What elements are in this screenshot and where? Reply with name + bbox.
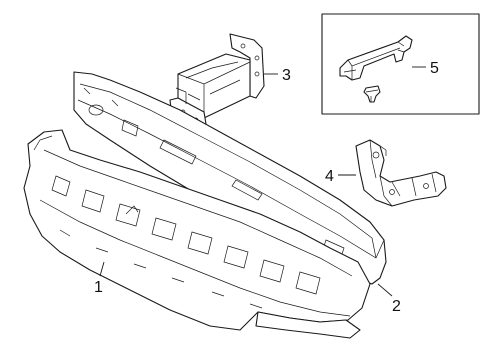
callout-2-leader [377,283,393,297]
part1-energy-absorber-illustration [23,129,371,339]
part4-bracket-illustration [355,139,447,207]
callout-2: 2 [392,298,401,315]
part5-bracket-illustration [339,35,413,81]
callout-5: 5 [430,60,439,77]
callout-4: 4 [325,168,334,185]
callout-3: 3 [282,67,291,84]
part3-bracket-illustration [169,33,265,131]
part5-inset-box [321,13,480,115]
callout-1-leader [99,261,105,277]
callout-1: 1 [94,279,103,296]
part5-clip-illustration [363,85,381,103]
